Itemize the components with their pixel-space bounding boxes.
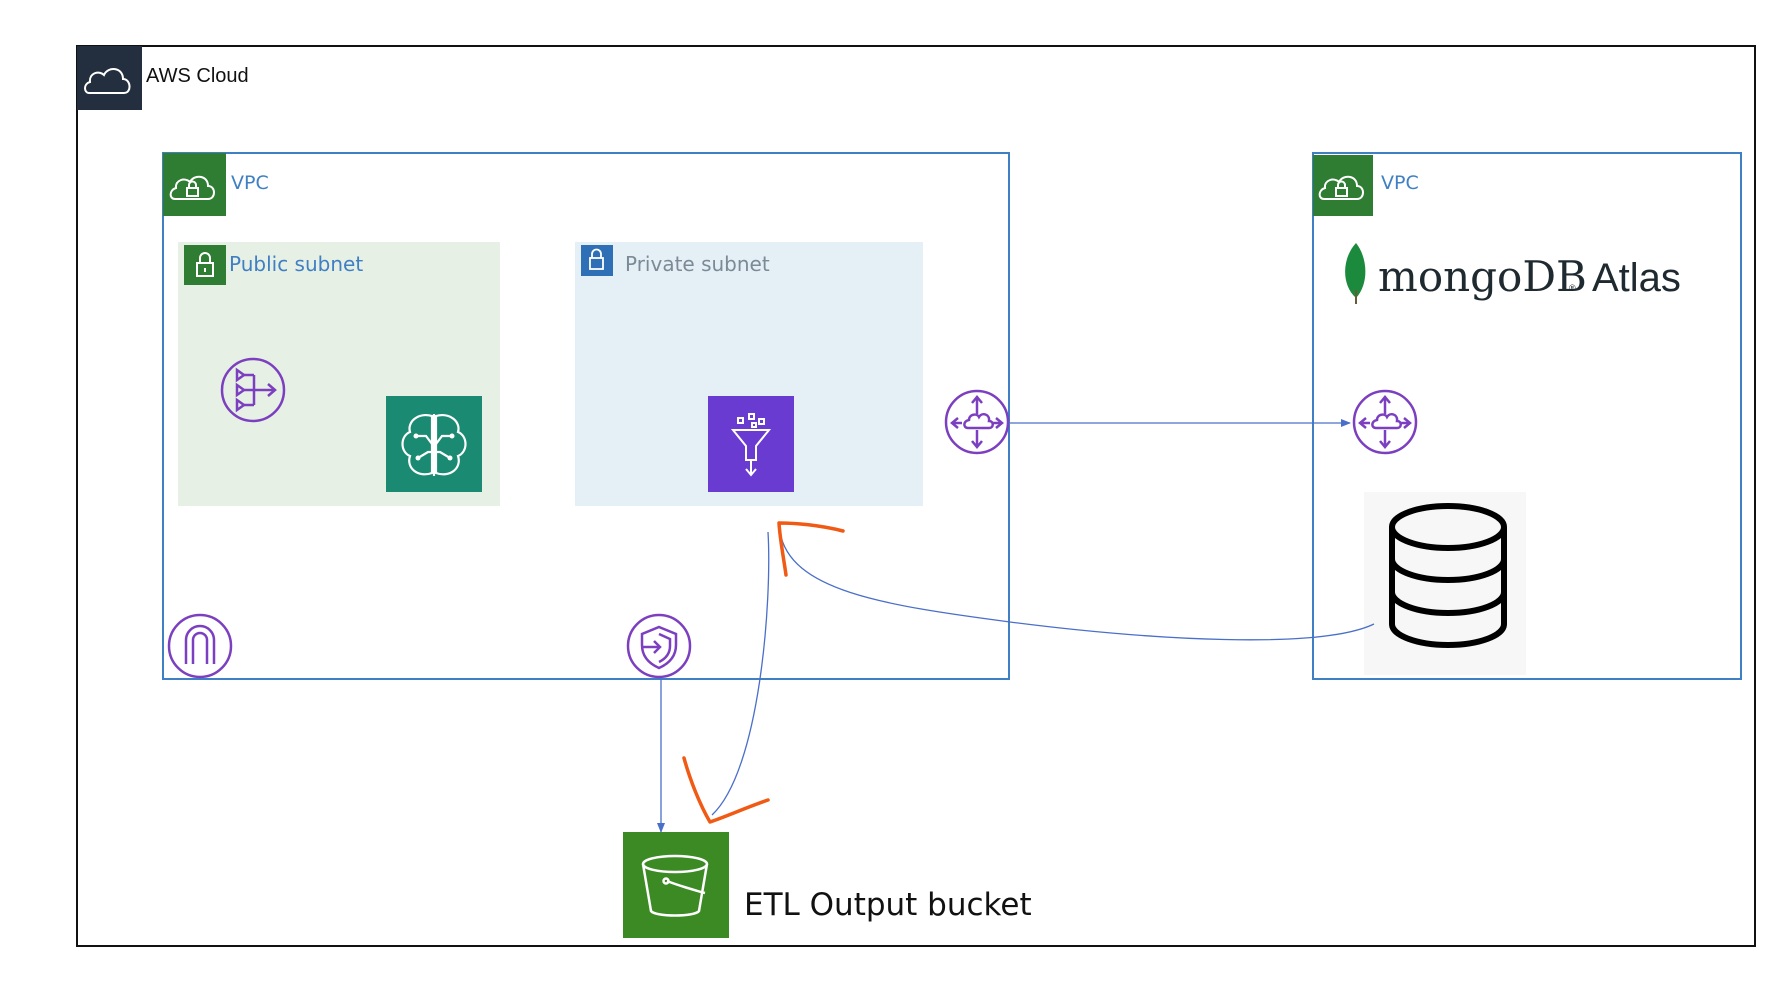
cloud-icon (84, 68, 131, 94)
padlock-icon (589, 248, 604, 270)
mongodb-atlas-logo: mongoDB ® Atlas (1345, 243, 1681, 304)
vpc-left-badge (163, 153, 226, 216)
handdrawn-annotation-arrows (682, 521, 845, 824)
public-subnet-label: Public subnet (229, 252, 363, 276)
vpc-endpoint-router-icon (944, 389, 1010, 455)
nat-gateway-icon (220, 357, 286, 423)
vpc-right-group (1312, 152, 1742, 680)
vpc-left-group (162, 152, 1010, 680)
database-icon (1364, 492, 1526, 675)
privatelink-router-icon (1352, 389, 1418, 455)
atlas-wordmark: Atlas (1592, 256, 1681, 300)
padlock-icon (196, 252, 214, 277)
vpc-left-label: VPC (231, 172, 269, 194)
aws-cloud-badge (77, 46, 142, 110)
sagemaker-brain-icon (386, 396, 482, 492)
s3-gateway-endpoint-shield-icon (626, 613, 692, 679)
s3-bucket-label: ETL Output bucket (744, 887, 1032, 923)
database-to-glue-connector (779, 531, 1375, 641)
public-subnet-badge (184, 245, 226, 285)
aws-cloud-group (76, 45, 1756, 947)
vpc-right-label: VPC (1381, 172, 1419, 194)
s3-bucket-icon (623, 832, 729, 938)
aws-cloud-label: AWS Cloud (146, 65, 249, 87)
mongodb-wordmark: mongoDB (1378, 252, 1587, 301)
private-subnet-badge (581, 245, 613, 276)
vpc-cloud-lock-icon (1318, 175, 1364, 200)
private-subnet-label: Private subnet (625, 252, 770, 276)
glue-to-bucket-connector (711, 531, 770, 816)
internet-gateway-icon (167, 613, 233, 679)
glue-funnel-icon (708, 396, 794, 492)
vpc-right-badge (1313, 155, 1373, 216)
vpc-cloud-lock-icon (169, 175, 215, 200)
mongodb-registered-mark: ® (1569, 283, 1576, 293)
mongodb-leaf-icon (1345, 243, 1366, 304)
